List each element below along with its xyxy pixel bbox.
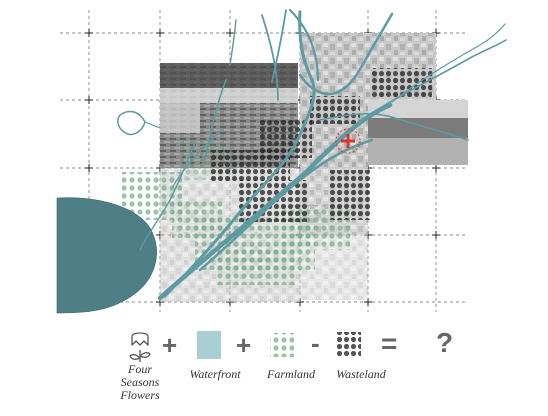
label-line: Seasons bbox=[120, 375, 160, 389]
label-wasteland: Wasteland bbox=[336, 367, 386, 381]
waterfront-swatch bbox=[197, 331, 221, 359]
label-line: Flowers bbox=[120, 388, 160, 402]
label-waterfront: Waterfront bbox=[189, 367, 241, 381]
plus-operator: + bbox=[162, 330, 178, 360]
lake bbox=[56, 197, 157, 314]
site-marker bbox=[335, 128, 361, 154]
plus-operator: + bbox=[236, 330, 252, 360]
farmland-dots-icon bbox=[270, 333, 294, 357]
label-farmland: Farmland bbox=[267, 367, 315, 381]
wasteland-dots-icon bbox=[335, 332, 361, 358]
tulip-icon bbox=[129, 332, 151, 362]
result-question-mark: ? bbox=[436, 327, 454, 358]
equals-operator: = bbox=[381, 328, 398, 359]
farmland-areas bbox=[122, 140, 350, 285]
minus-operator: - bbox=[311, 328, 320, 358]
label-line: Four bbox=[128, 362, 152, 376]
river-network bbox=[117, 8, 507, 301]
label-four-seasons-flowers: Four Seasons Flowers bbox=[110, 363, 170, 402]
